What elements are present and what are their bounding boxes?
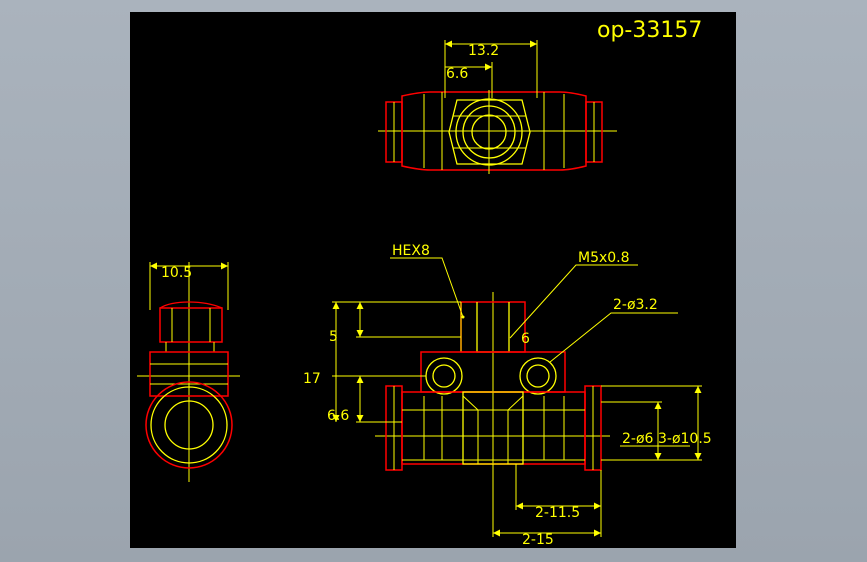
dim-6-6-top: 6.6 [446,66,468,82]
side-view: 10.5 [137,262,240,482]
label-holes: 2-ø3.2 [613,297,658,313]
drawing-title: op-33157 [597,18,702,43]
dim-body: 3-ø10.5 [658,431,712,447]
dim-15: 2-15 [522,532,554,548]
dim-17: 17 [303,371,321,387]
dim-10-5: 10.5 [161,265,192,281]
front-view: HEX8 M5x0.8 2-ø3.2 5 17 6.6 6 2-ø6 3-ø10… [303,243,712,548]
dim-6: 6 [521,331,530,347]
cad-drawing: op-33157 13.2 6.6 [137,18,712,548]
dim-tube: 2-ø6 [622,431,654,447]
label-m5: M5x0.8 [578,250,630,266]
dim-5: 5 [329,329,338,345]
dim-6-6-front: 6.6 [327,408,349,424]
dim-11-5: 2-11.5 [535,505,580,521]
label-hex8: HEX8 [392,243,430,259]
dim-13-2: 13.2 [468,43,499,59]
cad-viewport[interactable]: op-33157 13.2 6.6 [130,12,736,548]
top-view: 13.2 6.6 [378,40,617,174]
